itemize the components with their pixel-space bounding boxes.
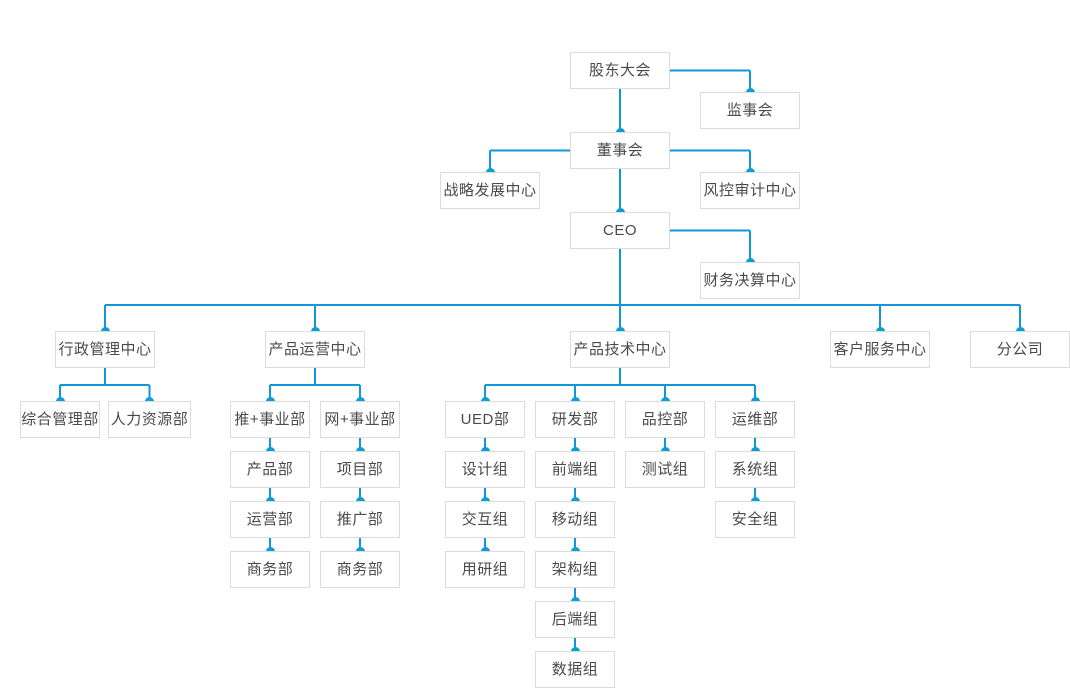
org-node-label: 股东大会 bbox=[588, 62, 651, 79]
org-node[interactable]: 品控部 bbox=[625, 401, 705, 438]
org-node[interactable]: 数据组 bbox=[535, 651, 615, 688]
org-node[interactable]: 用研组 bbox=[445, 551, 525, 588]
org-node[interactable]: 战略发展中心 bbox=[440, 172, 540, 209]
org-node-label: 产品运营中心 bbox=[268, 341, 362, 358]
org-node-label: 战略发展中心 bbox=[443, 182, 537, 199]
org-node[interactable]: 研发部 bbox=[535, 401, 615, 438]
org-node-label: 系统组 bbox=[731, 461, 779, 478]
org-node[interactable]: 商务部 bbox=[230, 551, 310, 588]
org-node-label: UED部 bbox=[460, 411, 510, 428]
org-node-label: 推广部 bbox=[336, 511, 384, 528]
org-node[interactable]: 客户服务中心 bbox=[830, 331, 930, 368]
org-node-label: 数据组 bbox=[551, 661, 599, 678]
org-node-label: 网+事业部 bbox=[324, 411, 396, 428]
org-node-label: 商务部 bbox=[336, 561, 384, 578]
org-node-label: 测试组 bbox=[641, 461, 689, 478]
org-node-label: 运维部 bbox=[731, 411, 779, 428]
org-node-label: 商务部 bbox=[246, 561, 294, 578]
org-node[interactable]: 商务部 bbox=[320, 551, 400, 588]
org-node[interactable]: 推广部 bbox=[320, 501, 400, 538]
org-node[interactable]: CEO bbox=[570, 212, 670, 249]
org-node-label: 移动组 bbox=[551, 511, 599, 528]
org-node-label: 运营部 bbox=[246, 511, 294, 528]
org-node[interactable]: 股东大会 bbox=[570, 52, 670, 89]
org-node[interactable]: 移动组 bbox=[535, 501, 615, 538]
org-node[interactable]: 运营部 bbox=[230, 501, 310, 538]
org-node-label: 研发部 bbox=[551, 411, 599, 428]
org-node-label: CEO bbox=[602, 222, 637, 239]
org-node[interactable]: 产品运营中心 bbox=[265, 331, 365, 368]
org-node[interactable]: 前端组 bbox=[535, 451, 615, 488]
org-node-label: 用研组 bbox=[461, 561, 509, 578]
org-node-label: 综合管理部 bbox=[21, 411, 99, 428]
org-node-label: 后端组 bbox=[551, 611, 599, 628]
org-node[interactable]: 测试组 bbox=[625, 451, 705, 488]
org-node[interactable]: 安全组 bbox=[715, 501, 795, 538]
org-node[interactable]: 系统组 bbox=[715, 451, 795, 488]
org-node-label: 监事会 bbox=[726, 102, 774, 119]
org-node-label: 架构组 bbox=[551, 561, 599, 578]
org-node-label: 行政管理中心 bbox=[58, 341, 152, 358]
org-node[interactable]: 架构组 bbox=[535, 551, 615, 588]
org-node-label: 设计组 bbox=[461, 461, 509, 478]
org-node-label: 交互组 bbox=[461, 511, 509, 528]
org-node[interactable]: 财务决算中心 bbox=[700, 262, 800, 299]
org-node-label: 董事会 bbox=[596, 142, 644, 159]
org-node[interactable]: 综合管理部 bbox=[20, 401, 100, 438]
org-node[interactable]: 风控审计中心 bbox=[700, 172, 800, 209]
org-node-label: 品控部 bbox=[641, 411, 689, 428]
org-node-label: 产品技术中心 bbox=[573, 341, 667, 358]
org-node[interactable]: 运维部 bbox=[715, 401, 795, 438]
org-node[interactable]: 行政管理中心 bbox=[55, 331, 155, 368]
org-node-label: 分公司 bbox=[996, 341, 1044, 358]
org-node[interactable]: 人力资源部 bbox=[108, 401, 191, 438]
org-node[interactable]: 后端组 bbox=[535, 601, 615, 638]
org-node-label: 项目部 bbox=[336, 461, 384, 478]
org-node-label: 财务决算中心 bbox=[703, 272, 797, 289]
org-node[interactable]: 产品部 bbox=[230, 451, 310, 488]
org-node[interactable]: 董事会 bbox=[570, 132, 670, 169]
org-node[interactable]: 交互组 bbox=[445, 501, 525, 538]
org-node-label: 产品部 bbox=[246, 461, 294, 478]
org-node[interactable]: 项目部 bbox=[320, 451, 400, 488]
org-node-label: 人力资源部 bbox=[110, 411, 189, 428]
org-node-label: 安全组 bbox=[731, 511, 779, 528]
org-node-label: 风控审计中心 bbox=[703, 182, 797, 199]
org-node[interactable]: 监事会 bbox=[700, 92, 800, 129]
org-node-label: 前端组 bbox=[551, 461, 599, 478]
org-node[interactable]: 推+事业部 bbox=[230, 401, 310, 438]
org-node[interactable]: 设计组 bbox=[445, 451, 525, 488]
org-node[interactable]: 网+事业部 bbox=[320, 401, 400, 438]
org-node[interactable]: UED部 bbox=[445, 401, 525, 438]
org-node[interactable]: 产品技术中心 bbox=[570, 331, 670, 368]
org-node[interactable]: 分公司 bbox=[970, 331, 1070, 368]
org-node-label: 推+事业部 bbox=[234, 411, 306, 428]
org-node-label: 客户服务中心 bbox=[833, 341, 927, 358]
